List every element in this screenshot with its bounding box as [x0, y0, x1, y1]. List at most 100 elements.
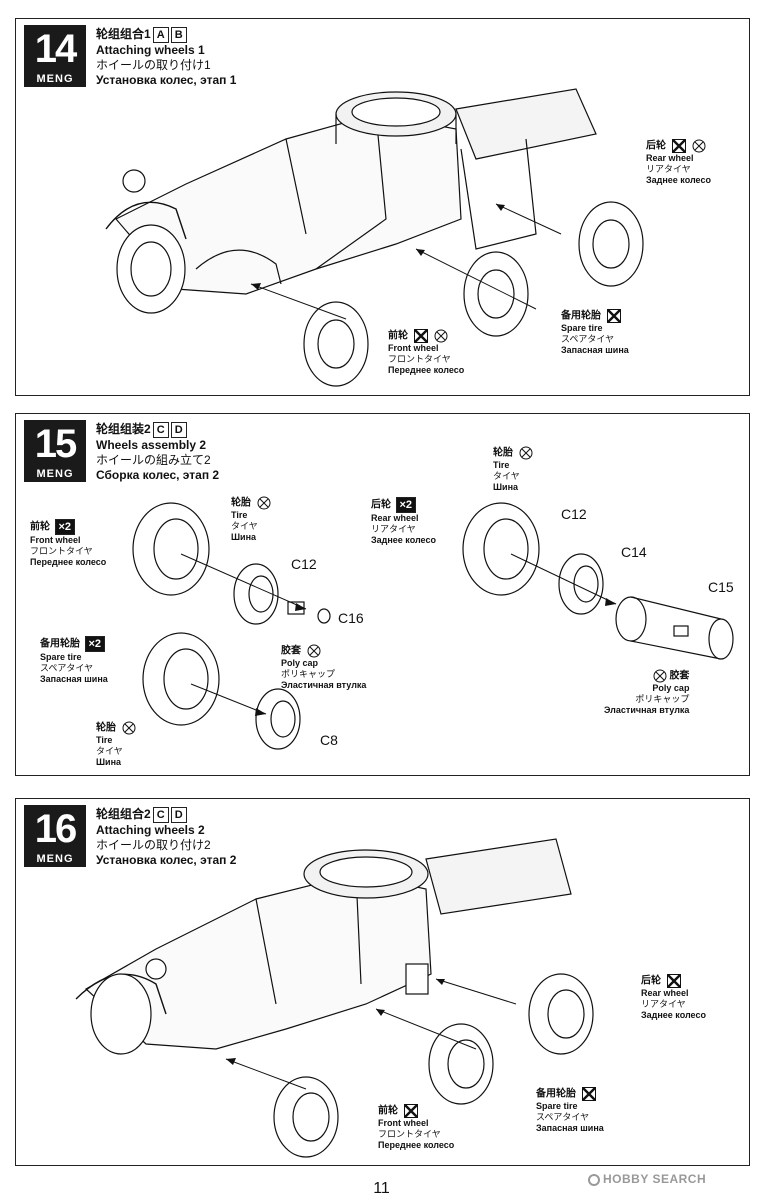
front-wheel-en: Front wheel [388, 343, 439, 353]
part-c8: C8 [320, 732, 338, 748]
quantity-badge: ×2 [54, 519, 75, 535]
quantity-badge: ×2 [84, 636, 105, 652]
title-ru: Установка колес, этап 1 [96, 73, 237, 87]
tire-label: 轮胎 Tire タイヤ Шина [493, 446, 533, 493]
tire-en: Tire [231, 510, 248, 520]
sprue-badge-b: B [170, 27, 187, 43]
watermark-text: HOBBY SEARCH [603, 1172, 707, 1186]
tire-jp: タイヤ [231, 521, 258, 531]
rear-wheel-label: 后轮 ×2 Rear wheel リアタイヤ Заднее колесо [371, 497, 436, 546]
no-paint-icon [519, 446, 533, 460]
spare-tire-ru: Запасная шина [40, 674, 108, 684]
quantity-badge: ×2 [395, 497, 416, 513]
no-paint-icon [122, 721, 136, 735]
rear-wheel-en: Rear wheel [646, 153, 694, 163]
spare-tire-jp: スペアタイヤ [40, 663, 94, 673]
poly-cap-en: Poly cap [652, 683, 690, 693]
step-number: 16 [34, 807, 78, 851]
tire-zh: 轮胎 [96, 722, 116, 734]
rear-wheel-jp: リアタイヤ [371, 524, 416, 534]
spare-tire-label: 备用轮胎 Spare tire スペアタイヤ Запасная шина [561, 309, 629, 356]
poly-cap-zh: 胶套 [669, 670, 690, 682]
poly-cap-jp: ポリキャップ [281, 669, 336, 679]
title-en: Wheels assembly 2 [96, 438, 207, 452]
step-number: 14 [34, 27, 78, 71]
poly-cap-ru: Эластичная втулка [604, 705, 690, 715]
front-wheel-jp: フロントタイヤ [378, 1129, 441, 1139]
sprue-badge-d: D [170, 422, 187, 438]
brand-logo: MENG [36, 468, 74, 480]
no-paint-icon [307, 644, 321, 658]
title-zh: 轮组组装2 [96, 422, 151, 437]
tire-jp: タイヤ [493, 471, 520, 481]
part-c16: C16 [338, 610, 364, 626]
front-wheel-en: Front wheel [30, 535, 81, 545]
front-wheel-zh: 前轮 [378, 1105, 398, 1117]
watermark: HOBBY SEARCH [588, 1172, 706, 1186]
front-wheel-ru: Переднее колесо [30, 557, 107, 567]
rear-wheel-en: Rear wheel [371, 513, 419, 523]
tire-zh: 轮胎 [231, 497, 251, 509]
poly-cap-jp: ポリキャップ [635, 694, 690, 704]
title-en: Attaching wheels 2 [96, 823, 205, 837]
step-number-badge: 16 MENG [24, 805, 86, 867]
spare-tire-jp: スペアタイヤ [536, 1112, 590, 1122]
no-glue-icon [606, 309, 621, 323]
no-glue-icon [581, 1087, 596, 1101]
step-number: 15 [34, 422, 78, 466]
spare-tire-zh: 备用轮胎 [536, 1088, 576, 1100]
poly-cap-label: 胶套 Poly cap ポリキャップ Эластичная втулка [281, 644, 366, 691]
poly-cap-zh: 胶套 [281, 645, 301, 657]
watermark-logo-icon [588, 1173, 600, 1186]
no-glue-icon [403, 1104, 418, 1118]
front-wheel-zh: 前轮 [30, 521, 50, 533]
spare-tire-zh: 备用轮胎 [561, 310, 601, 322]
step-number-badge: 15 MENG [24, 420, 86, 482]
title-ru: Установка колес, этап 2 [96, 853, 237, 867]
spare-tire-en: Spare tire [40, 652, 82, 662]
part-c14: C14 [621, 544, 647, 560]
poly-cap-ru: Эластичная втулка [281, 680, 367, 690]
front-wheel-jp: フロントタイヤ [388, 354, 451, 364]
wheel-assembly-drawing-15 [132, 502, 734, 750]
rear-wheel-zh: 后轮 [641, 975, 661, 987]
front-wheel-label: 前轮 ×2 Front wheel フロントタイヤ Переднее колес… [30, 519, 106, 568]
spare-tire-zh: 备用轮胎 [40, 638, 80, 650]
no-glue-icon [666, 974, 681, 988]
spare-tire-ru: Запасная шина [561, 345, 629, 355]
poly-cap-en: Poly cap [281, 658, 319, 668]
page-number: 11 [373, 1180, 390, 1197]
brand-logo: MENG [36, 73, 74, 85]
tire-ru: Шина [96, 757, 122, 767]
title-jp: ホイールの取り付け1 [96, 58, 211, 72]
front-wheel-label: 前轮 Front wheel フロントタイヤ Переднее колесо [378, 1104, 454, 1151]
front-wheel-label: 前轮 Front wheel フロントタイヤ Переднее колесо [388, 329, 464, 376]
no-paint-icon [653, 669, 667, 683]
brand-logo: MENG [36, 853, 74, 865]
tire-en: Tire [493, 460, 510, 470]
rear-wheel-ru: Заднее колесо [641, 1010, 706, 1020]
no-paint-icon [257, 496, 271, 510]
tire-ru: Шина [231, 532, 257, 542]
part-c15: C15 [708, 579, 734, 595]
tire-jp: タイヤ [96, 746, 123, 756]
tire-label: 轮胎 Tire タイヤ Шина [231, 496, 271, 543]
part-c12: C12 [291, 556, 317, 572]
title-jp: ホイールの組み立て2 [96, 453, 211, 467]
title-ru: Сборка колес, этап 2 [96, 468, 220, 482]
spare-tire-jp: スペアタイヤ [561, 334, 615, 344]
spare-tire-en: Spare tire [561, 323, 603, 333]
step-number-badge: 14 MENG [24, 25, 86, 87]
no-glue-icon [671, 139, 686, 153]
no-paint-icon [434, 329, 448, 343]
title-zh: 轮组组合1 [96, 27, 151, 42]
rear-wheel-zh: 后轮 [371, 499, 391, 511]
title-zh: 轮组组合2 [96, 807, 151, 822]
spare-tire-ru: Запасная шина [536, 1123, 604, 1133]
armored-car-drawing-14 [105, 88, 644, 387]
